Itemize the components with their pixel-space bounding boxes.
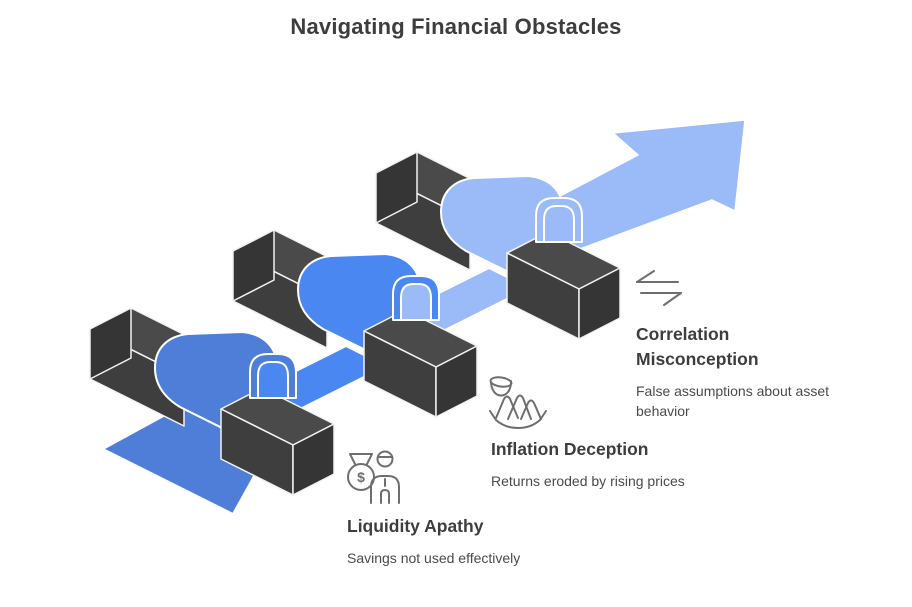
obstacle-3-left-end-face: [375, 151, 418, 224]
person-body: [370, 475, 400, 504]
correlation-misconception-heading: Correlation Misconception: [636, 324, 759, 369]
inflation-deception-heading: Inflation Deception: [491, 439, 649, 459]
right-arrow-head: [663, 292, 682, 306]
inflation-deception-description: Returns eroded by rising prices: [491, 473, 685, 489]
obstacle-2-right-end-face: [435, 345, 478, 418]
obstacle-1-right-block: [220, 387, 335, 496]
label-correlation-misconception: Correlation Misconception False assumpti…: [636, 322, 848, 421]
hop-3: [375, 151, 621, 340]
page-title: Navigating Financial Obstacles: [290, 14, 622, 39]
dollar-sign: $: [357, 469, 365, 485]
ribbon-tunnel-3-inner: [543, 205, 575, 243]
obstacle-3-right-end-face: [578, 267, 621, 340]
cup-body: [490, 380, 512, 397]
ribbon-tunnel-3: [535, 197, 583, 243]
ribbon-tunnel-2: [392, 275, 440, 321]
cup-rim: [489, 376, 513, 388]
obstacle-2-right-block: [363, 309, 478, 418]
left-arrow-head: [636, 270, 655, 283]
hop-1: [89, 307, 335, 515]
obstacle-1-left-end-face: [89, 307, 132, 380]
dish: [489, 410, 547, 429]
money-bag-body: [347, 463, 375, 491]
opposing-arrows-icon: [636, 270, 682, 306]
obstacle-1-right-end-face: [292, 423, 335, 496]
stone-2: [507, 394, 532, 420]
liquidity-apathy-description: Savings not used effectively: [347, 550, 521, 566]
person-head: [376, 450, 394, 468]
money-bag-and-person-icon: $: [347, 450, 400, 504]
ribbon-tunnel-2-inner: [400, 283, 432, 321]
liquidity-apathy-heading: Liquidity Apathy: [347, 516, 484, 536]
label-inflation-deception: Inflation Deception Returns eroded by ri…: [491, 437, 731, 492]
stone-3: [520, 399, 542, 420]
money-bag-neck: [349, 453, 373, 465]
correlation-misconception-description: False assumptions about asset behavior: [636, 383, 829, 419]
stone-1: [495, 395, 519, 419]
ribbon-tunnel-1: [249, 353, 297, 399]
label-liquidity-apathy: Liquidity Apathy Savings not used effect…: [347, 514, 567, 569]
person-legs-notch: [380, 489, 390, 504]
bowl-and-stones-icon: [489, 376, 547, 429]
obstacle-3-right-block: [506, 231, 621, 340]
obstacle-2-left-end-face: [232, 229, 275, 302]
ribbon-tunnel-1-inner: [257, 361, 289, 399]
